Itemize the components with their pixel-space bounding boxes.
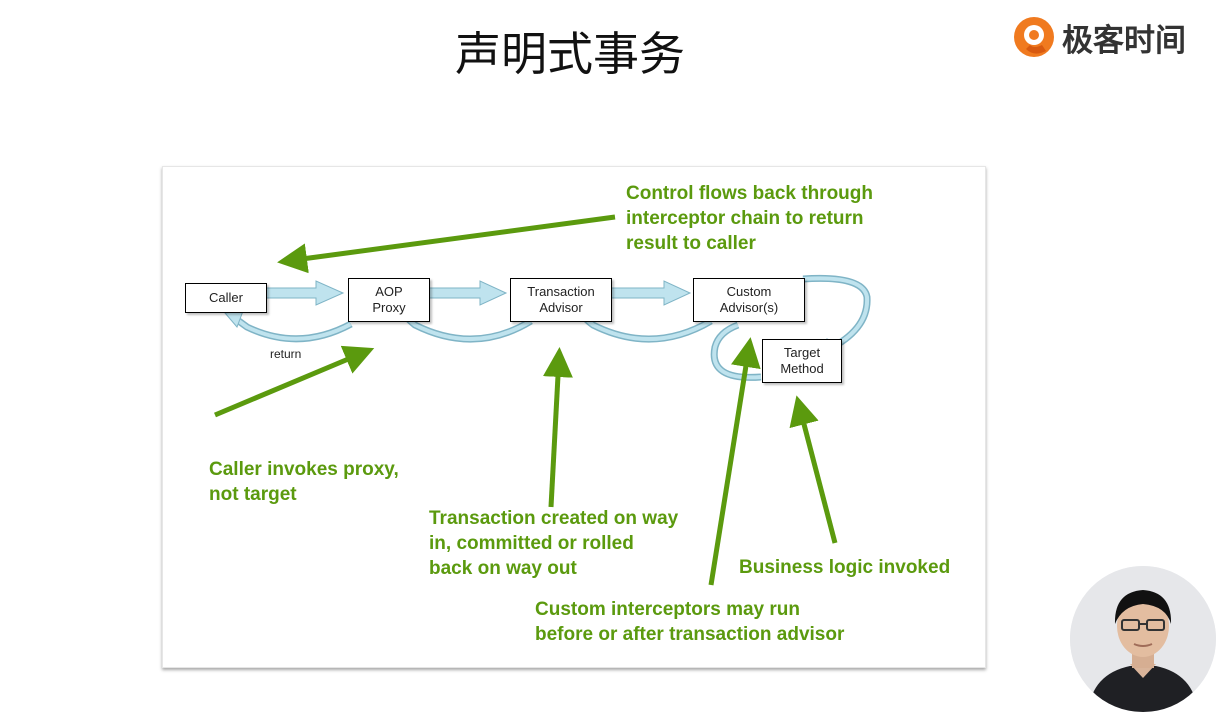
note-control-flows: Control flows back through interceptor c… <box>626 183 873 254</box>
custom-advisor-box: Custom Advisor(s) <box>693 278 805 322</box>
loop-curve-from-target-inner <box>712 323 762 380</box>
geektime-logo-icon <box>1014 17 1054 57</box>
diagram-slide: Caller AOP Proxy Transaction Advisor Cus… <box>162 166 986 668</box>
note-business-logic: Business logic invoked <box>739 557 951 578</box>
note-transaction-created: Transaction created on way in, committed… <box>429 508 679 579</box>
arrow-custom-interceptors <box>708 337 761 586</box>
caller-box: Caller <box>185 283 267 313</box>
return-curve-proxy-caller-inner <box>234 317 352 341</box>
arrow-transaction-created <box>542 347 573 508</box>
arrow-control-flows <box>277 214 616 274</box>
arrow-business-logic <box>789 395 838 544</box>
flow-arrow-proxy-tx <box>428 280 508 306</box>
note-caller-invokes: Caller invokes proxy, not target <box>209 459 399 505</box>
transaction-advisor-box: Transaction Advisor <box>510 278 612 322</box>
person-avatar-icon <box>1070 566 1216 712</box>
note-custom-interceptors: Custom interceptors may run before or af… <box>535 599 845 645</box>
presenter-avatar <box>1070 566 1216 712</box>
page-title: 声明式事务 <box>455 27 685 81</box>
arrow-caller-invokes <box>214 345 375 418</box>
target-method-box: Target Method <box>762 339 842 383</box>
logo-text: 极客时间 <box>1062 22 1186 59</box>
return-label: return <box>270 347 302 361</box>
loop-curve-to-target-inner <box>802 276 870 349</box>
flow-arrow-tx-custom <box>610 280 692 306</box>
aop-proxy-box: AOP Proxy <box>348 278 430 322</box>
flow-arrow-caller-proxy <box>264 280 345 306</box>
brand-logo: 极客时间 <box>1012 12 1186 62</box>
loop-curve-to-target <box>802 274 871 351</box>
